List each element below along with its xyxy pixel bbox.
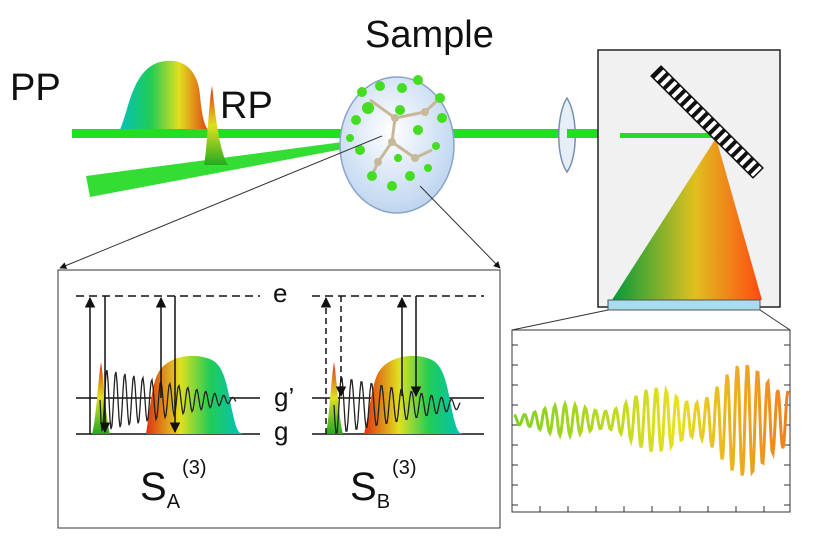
raman-pulse-label: RP	[220, 85, 273, 127]
level-g-prime-label: g’	[274, 382, 294, 412]
pump-pulse-shape	[118, 60, 212, 133]
energy-level-panel: e g’ g SA(3) SB(3)	[57, 269, 501, 529]
raman-beam	[86, 137, 380, 197]
pump-pulse-label: PP	[10, 67, 61, 109]
oscillation-a	[99, 369, 237, 432]
raman-pulse-shape	[204, 86, 228, 165]
detector-icon	[607, 299, 761, 311]
level-e-label: e	[273, 278, 287, 308]
beam-after-lens	[567, 129, 623, 138]
level-g-label: g	[274, 416, 288, 446]
signal-trace-panel	[511, 329, 791, 513]
grating-icon	[650, 65, 764, 179]
sample-cell-icon	[339, 75, 455, 214]
signal-trace	[513, 364, 790, 477]
oscillation-b	[333, 377, 461, 434]
dispersion-cone	[612, 138, 762, 300]
signal-b-label: SB(3)	[350, 457, 416, 513]
signal-a-label: SA(3)	[140, 457, 206, 513]
spectrometer	[597, 49, 781, 311]
sample-label: Sample	[365, 14, 494, 56]
